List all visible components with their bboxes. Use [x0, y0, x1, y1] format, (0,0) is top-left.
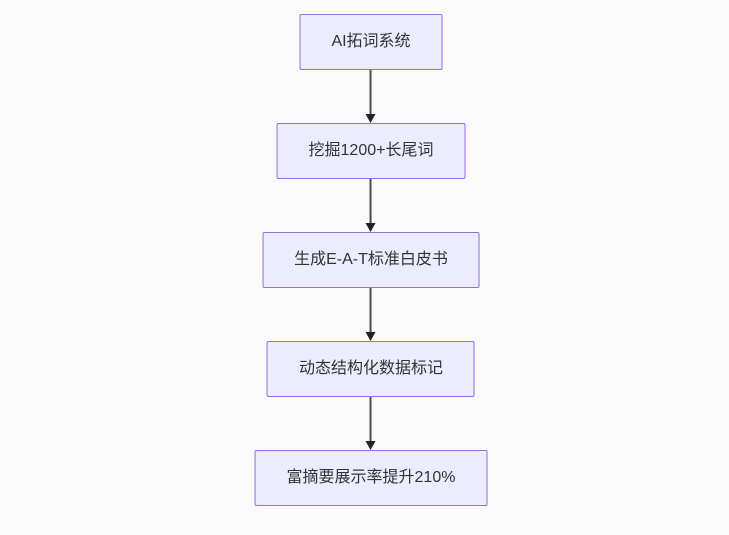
flow-node-ai-keyword-system: AI拓词系统 — [299, 14, 443, 70]
arrow-head-icon — [366, 332, 376, 341]
arrow-head-icon — [366, 441, 376, 450]
flow-node-label: AI拓词系统 — [331, 32, 411, 50]
flow-node-longtail-mining: 挖掘1200+长尾词 — [276, 123, 466, 179]
arrow-down-icon — [366, 397, 376, 450]
flow-node-label: 生成E-A-T标准白皮书 — [294, 250, 448, 268]
flowchart: AI拓词系统 挖掘1200+长尾词 生成E-A-T标准白皮书 动态结构化数据标记… — [254, 14, 488, 506]
arrow-shaft — [370, 179, 372, 223]
arrow-head-icon — [366, 114, 376, 123]
flow-node-eat-whitepaper: 生成E-A-T标准白皮书 — [262, 232, 480, 288]
flow-node-label: 富摘要展示率提升210% — [286, 468, 456, 486]
arrow-shaft — [370, 288, 372, 332]
arrow-shaft — [370, 70, 372, 114]
flow-node-rich-snippet-rate: 富摘要展示率提升210% — [254, 450, 488, 506]
flow-node-structured-data-markup: 动态结构化数据标记 — [266, 341, 475, 397]
arrow-down-icon — [366, 179, 376, 232]
arrow-shaft — [370, 397, 372, 441]
arrow-down-icon — [366, 70, 376, 123]
flow-node-label: 动态结构化数据标记 — [298, 359, 443, 377]
flow-node-label: 挖掘1200+长尾词 — [308, 141, 434, 159]
arrow-down-icon — [366, 288, 376, 341]
arrow-head-icon — [366, 223, 376, 232]
